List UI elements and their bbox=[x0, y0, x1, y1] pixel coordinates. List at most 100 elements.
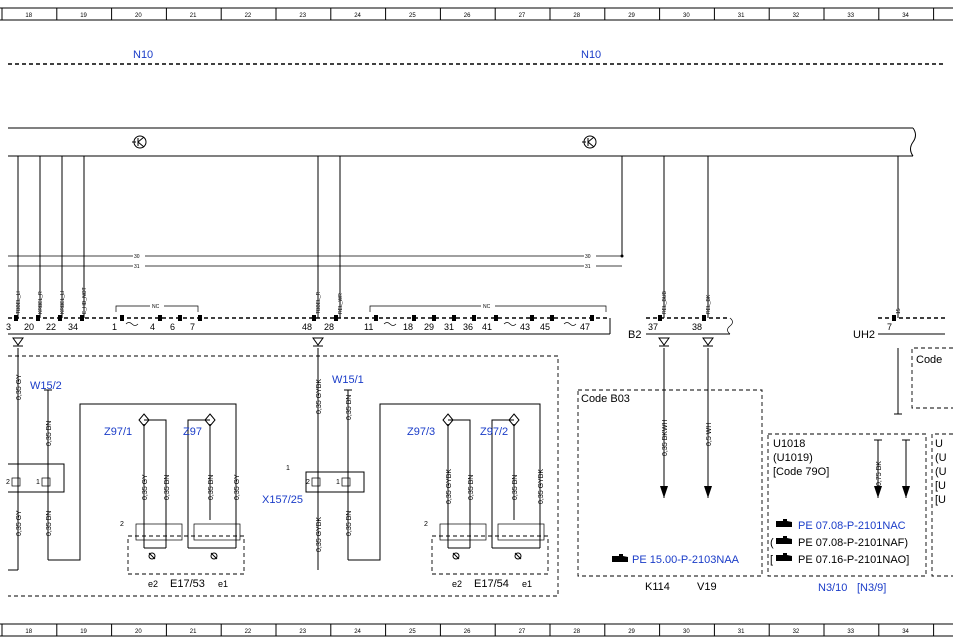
pin-mark bbox=[14, 315, 18, 321]
pin-mark bbox=[550, 315, 554, 321]
reference-link[interactable]: PE 07.08-P-2101NAC bbox=[798, 520, 906, 532]
partial-letter: (U bbox=[935, 452, 947, 464]
pin-number: 31 bbox=[444, 322, 454, 332]
signal-name: E_HD_NOT bbox=[82, 287, 88, 314]
pin-mark bbox=[120, 315, 124, 321]
code-790: [Code 79O] bbox=[773, 466, 829, 478]
connector-pin: 1 bbox=[286, 465, 290, 472]
ruler-label: 29 bbox=[628, 13, 635, 19]
ruler-label: 27 bbox=[519, 13, 526, 19]
rail-label: 30 bbox=[585, 254, 591, 260]
pin-mark bbox=[892, 315, 896, 321]
partial-letter: U bbox=[935, 438, 943, 450]
pin-mark bbox=[452, 315, 456, 321]
pin-mark bbox=[158, 315, 162, 321]
connector-arrow-icon bbox=[658, 337, 670, 346]
pin-mark bbox=[36, 315, 40, 321]
wire-label: 0,35 GYBK bbox=[316, 379, 323, 414]
component-z97-2: Z97/2 bbox=[480, 426, 508, 438]
code-u1018: U1018 bbox=[773, 438, 805, 450]
ruler-label: 28 bbox=[573, 13, 580, 19]
reference-link[interactable]: PE 07.16-P-2101NAO] bbox=[798, 554, 909, 566]
component-n3-10: N3/10 bbox=[818, 582, 847, 594]
u1018-box bbox=[767, 433, 927, 577]
ruler-label: 32 bbox=[793, 13, 800, 19]
pin-mark bbox=[374, 315, 378, 321]
connector-pin: 2 bbox=[120, 521, 124, 528]
signal-name: REL_BK bbox=[706, 294, 712, 314]
pin-number: 48 bbox=[302, 322, 312, 332]
ruler-label: 21 bbox=[190, 13, 197, 19]
partial-letter: (U bbox=[935, 466, 947, 478]
nc-bracket bbox=[115, 302, 607, 312]
bus-symbol-icon bbox=[582, 135, 597, 149]
ruler-label: 20 bbox=[135, 629, 142, 635]
rail-label: 30 bbox=[134, 254, 140, 260]
reference-link[interactable]: PE 15.00-P-2103NAA bbox=[632, 554, 740, 566]
ruler-label: 25 bbox=[409, 13, 416, 19]
rail-30-31 bbox=[8, 252, 624, 270]
pin-mark bbox=[178, 315, 182, 321]
plug-pin: 1 bbox=[336, 479, 340, 486]
pin-number: 4 bbox=[150, 322, 155, 332]
connector-arrow-icon bbox=[702, 337, 714, 346]
plug-pin: 2 bbox=[6, 479, 10, 486]
wire-label: 0,35 BN bbox=[208, 475, 215, 500]
nc-label: NC bbox=[483, 304, 491, 310]
pin-number: 20 bbox=[24, 322, 34, 332]
section-boundary bbox=[8, 355, 559, 597]
wire-label: 0,75 BK bbox=[876, 461, 883, 486]
ruler-label: 20 bbox=[135, 13, 142, 19]
lamp-terminal: e2 bbox=[148, 579, 158, 589]
pin-mark bbox=[312, 315, 316, 321]
ruler-label: 24 bbox=[354, 13, 361, 19]
component-e17-54: E17/54 bbox=[474, 578, 509, 590]
bus-symbol-icon bbox=[132, 135, 147, 149]
internal-wires bbox=[17, 156, 899, 318]
connector-arrow-icon bbox=[312, 337, 324, 346]
reference-link[interactable]: PE 07.08-P-2101NAF) bbox=[798, 537, 908, 549]
ruler-label: 26 bbox=[464, 629, 471, 635]
signal-name: KRBEL_LI bbox=[60, 291, 66, 314]
pin-mark bbox=[334, 315, 338, 321]
ruler-label: 31 bbox=[738, 629, 745, 635]
pin-number: 3 bbox=[6, 322, 11, 332]
connector-strip bbox=[8, 317, 945, 335]
ruler-label: 24 bbox=[354, 629, 361, 635]
pin-number: 6 bbox=[170, 322, 175, 332]
component-v19: V19 bbox=[697, 581, 717, 593]
wire-label: 0,5 WH bbox=[706, 423, 713, 446]
pin-mark bbox=[530, 315, 534, 321]
code-label-partial: Code bbox=[916, 354, 942, 366]
wire-label: 0,35 GYBK bbox=[316, 517, 323, 552]
pin-mark bbox=[432, 315, 436, 321]
middle-wires bbox=[305, 348, 541, 570]
plug-pin: 2 bbox=[306, 479, 310, 486]
pin-mark bbox=[658, 315, 662, 321]
ruler-label: 34 bbox=[902, 629, 909, 635]
nc-label: NC bbox=[152, 304, 160, 310]
ruler-label: 28 bbox=[573, 629, 580, 635]
wire-label: 0,35 BN bbox=[46, 511, 53, 536]
pin-number: 29 bbox=[424, 322, 434, 332]
wire-label: 0,35 BN bbox=[346, 511, 353, 536]
ruler-label: 27 bbox=[519, 629, 526, 635]
ruler-label: 32 bbox=[793, 629, 800, 635]
pin-number: 41 bbox=[482, 322, 492, 332]
lamp-terminal: e2 bbox=[452, 579, 462, 589]
pin-number: 7 bbox=[190, 322, 195, 332]
ruler-label: 22 bbox=[245, 629, 252, 635]
reference-bracket: [ bbox=[770, 554, 773, 566]
diamond-junction-icon bbox=[138, 413, 216, 427]
pin-mark bbox=[494, 315, 498, 321]
plug-pin: 1 bbox=[36, 479, 40, 486]
pin-mark bbox=[702, 315, 706, 321]
component-x157-25: X157/25 bbox=[262, 494, 303, 506]
pin-number: 28 bbox=[324, 322, 334, 332]
connector-uh2-label: UH2 bbox=[853, 329, 875, 341]
pin-number: 37 bbox=[648, 322, 658, 332]
connector-plug-icon bbox=[311, 477, 351, 487]
ruler-label: 18 bbox=[25, 629, 32, 635]
ruler-label: 31 bbox=[738, 13, 745, 19]
